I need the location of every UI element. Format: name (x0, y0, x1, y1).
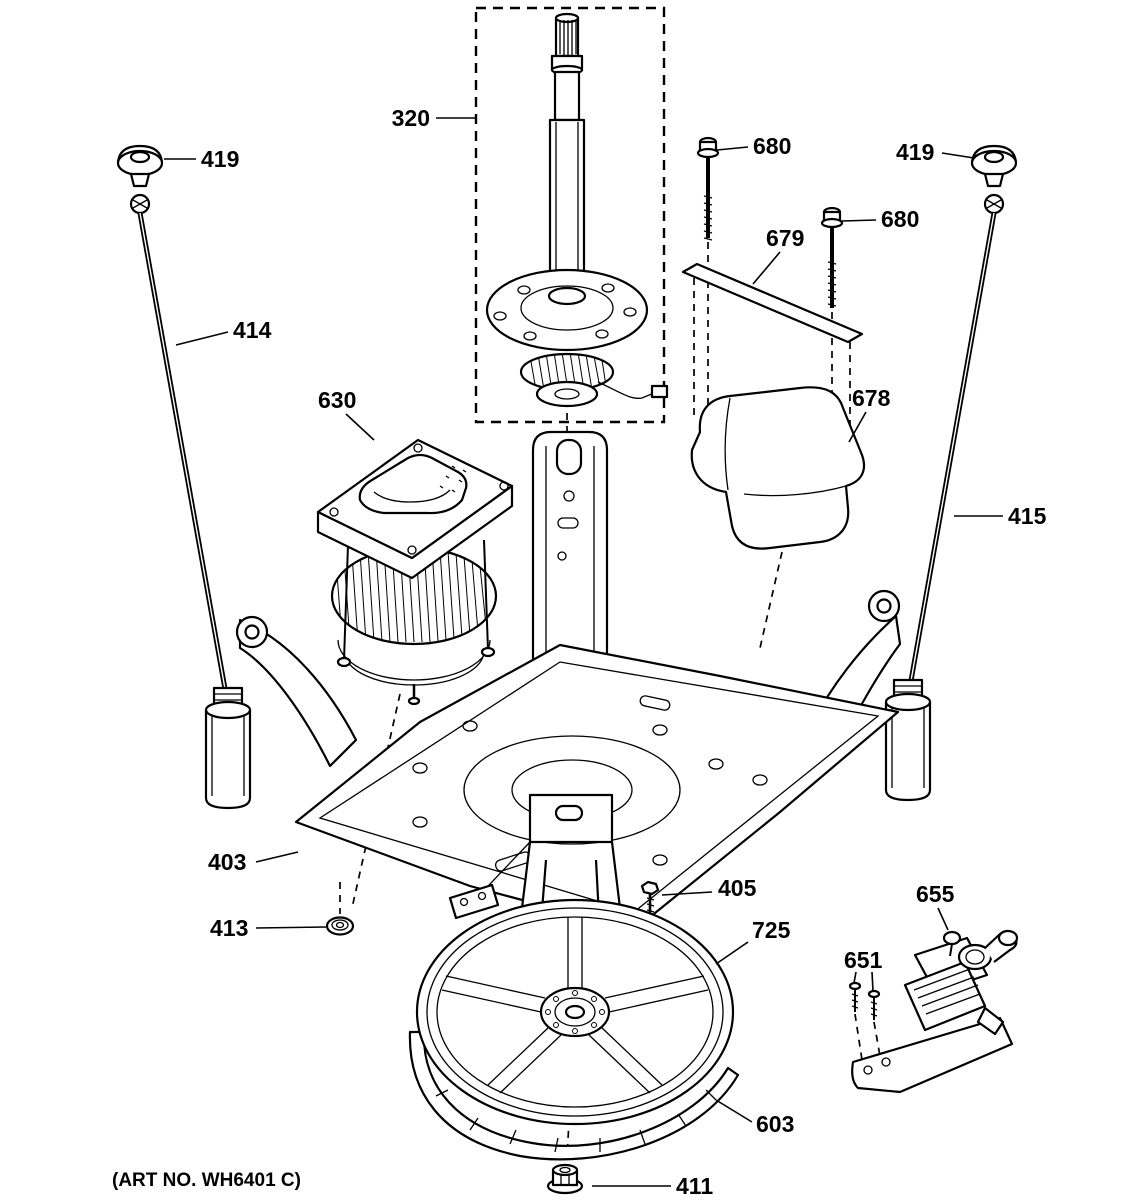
label-679: 679 (766, 225, 804, 251)
label-413: 413 (210, 915, 248, 941)
part-motor (316, 438, 514, 706)
part-screw-platform (640, 880, 660, 914)
part-belt (408, 1030, 740, 1161)
part-strap (681, 262, 864, 344)
label-405: 405 (718, 875, 757, 901)
part-suspension-right (884, 144, 1018, 802)
label-414: 414 (233, 317, 272, 343)
part-pulley (415, 898, 735, 1126)
label-678: 678 (852, 385, 891, 411)
part-nut-bottom (546, 1163, 584, 1195)
part-suspension-left (116, 144, 252, 810)
label-680-right: 680 (881, 206, 919, 232)
part-valve-screws (848, 981, 881, 1020)
label-419-left: 419 (201, 146, 239, 172)
label-419-right: 419 (896, 139, 934, 165)
label-630: 630 (318, 387, 356, 413)
label-651: 651 (844, 947, 883, 973)
part-nut-left (325, 916, 355, 936)
label-403: 403 (208, 849, 246, 875)
part-bolt-right (820, 206, 844, 308)
part-shaft-hub-assembly (485, 12, 669, 408)
leader-lines (164, 117, 1003, 1187)
label-655: 655 (916, 881, 955, 907)
label-603: 603 (756, 1111, 794, 1137)
detail-box-320 (474, 6, 666, 424)
label-411: 411 (676, 1173, 713, 1199)
label-415: 415 (1008, 503, 1047, 529)
part-bolt-top (696, 136, 720, 241)
part-foam-pad (690, 386, 866, 550)
label-680-top: 680 (753, 133, 791, 159)
part-water-valve (851, 929, 1019, 1094)
label-320: 320 (392, 105, 430, 131)
art-number: (ART NO. WH6401 C) (112, 1170, 301, 1191)
label-725: 725 (752, 917, 791, 943)
